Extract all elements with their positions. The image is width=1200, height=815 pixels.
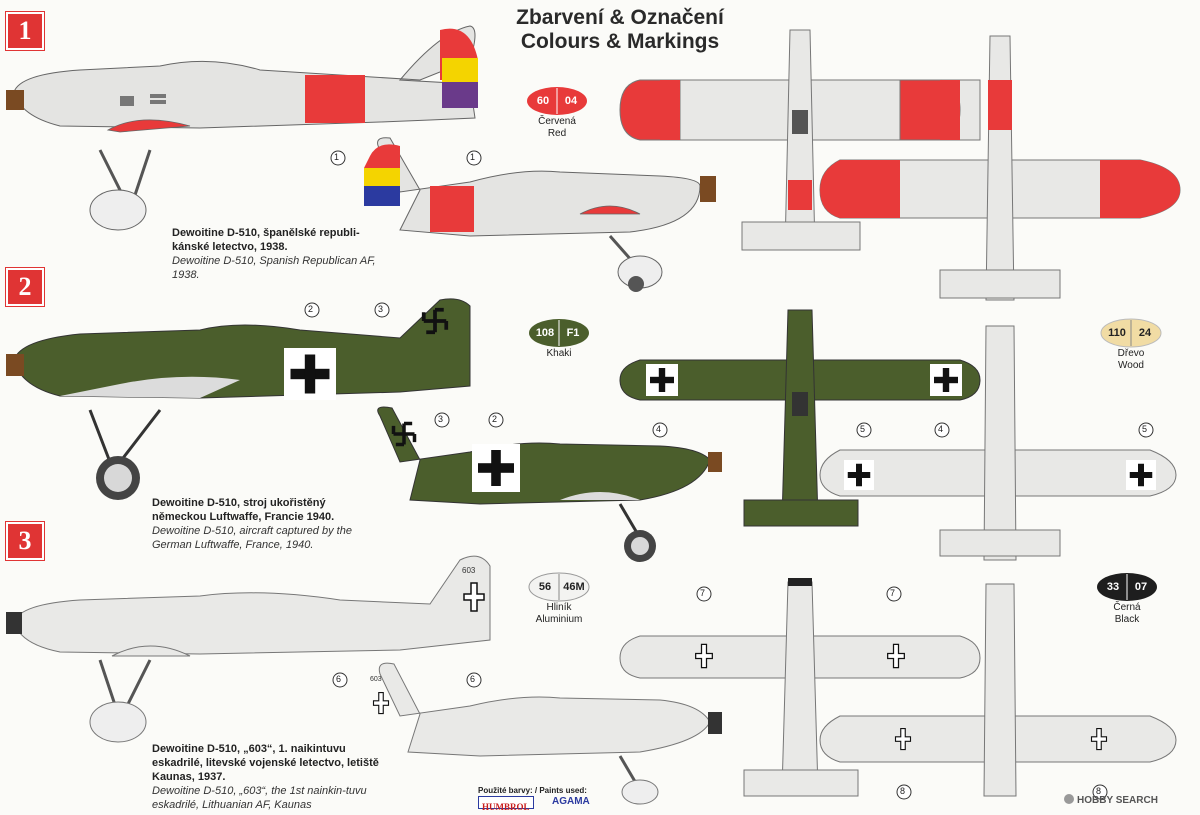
page-title: Zbarvení & Označení Colours & Markings (470, 6, 770, 54)
callout-7a: 7 (700, 588, 706, 598)
scheme1-side-profile-small (364, 137, 716, 292)
callout-2b: 2 (492, 414, 498, 424)
callout-7b: 7 (890, 588, 896, 598)
serial-label-large: 603 (462, 566, 476, 575)
scheme2-side-profile-large (6, 298, 471, 500)
callout-2a: 2 (308, 304, 314, 314)
swatch-red: 60 04 Červená Red (526, 86, 588, 140)
swatch-black-label-en: Black (1114, 614, 1140, 625)
humbrol-logo: HUMBROL (478, 796, 534, 812)
scheme3-caption-en: Dewoitine D-510, „603“, the 1st nainkin-… (152, 785, 367, 811)
swatch-black-label-cz: Černá (1113, 602, 1141, 613)
scheme3-bottom-view (819, 583, 1177, 797)
callout-6b: 6 (336, 674, 342, 684)
swatch-aluminium-code-left: 56 (538, 581, 552, 593)
scheme1-caption-cz: Dewoitine D-510, španělské republi-kánsk… (172, 227, 360, 253)
title-line-cz: Zbarvení & Označení (516, 6, 724, 29)
scheme1-side-profile-large (6, 25, 478, 231)
scheme3-caption-cz: Dewoitine D-510, „603“, 1. naikintuvu es… (152, 743, 379, 783)
callout-8b: 8 (1096, 786, 1102, 796)
swatch-wood-label-cz: Dřevo (1117, 348, 1145, 359)
scheme1-caption-en: Dewoitine D-510, Spanish Republican AF, … (172, 255, 376, 281)
scheme2-caption: Dewoitine D-510, stroj ukořistěný německ… (152, 496, 372, 552)
swatch-red-label-cz: Červená (538, 116, 576, 127)
callout-4b: 4 (938, 424, 944, 434)
swatch-black-code-right: 07 (1134, 581, 1148, 593)
scheme-number-2: 2 (6, 268, 44, 306)
agama-logo-text: AGAMA (552, 796, 590, 807)
humbrol-logo-text: HUMBROL (482, 802, 530, 812)
callout-1a: 1 (334, 152, 340, 162)
hobby-search-icon (1064, 793, 1074, 804)
scheme1-bottom-view (819, 35, 1181, 301)
scheme2-caption-cz: Dewoitine D-510, stroj ukořistěný německ… (152, 497, 335, 523)
swatch-khaki: 108 F1 Khaki (528, 318, 590, 360)
swatch-khaki-code-right: F1 (566, 327, 580, 339)
scheme1-top-view (619, 29, 981, 251)
scheme2-side-profile-small (377, 406, 722, 562)
swatch-aluminium-label-cz: Hliník (546, 602, 572, 613)
swatch-black: 33 07 Černá Black (1096, 572, 1158, 626)
swatch-khaki-label-cz: Khaki (546, 348, 572, 359)
scheme3-caption: Dewoitine D-510, „603“, 1. naikintuvu es… (152, 742, 382, 812)
callout-5b: 5 (1142, 424, 1148, 434)
callout-1b: 1 (470, 152, 476, 162)
swatch-aluminium: 56 46M Hliník Aluminium (528, 572, 590, 626)
hobby-search-text: HOBBY SEARCH (1077, 795, 1158, 806)
scheme1-caption: Dewoitine D-510, španělské republi-kánsk… (172, 226, 382, 282)
swatch-wood-label-en: Wood (1118, 360, 1144, 371)
swatch-red-code-left: 60 (536, 95, 550, 107)
swatch-red-code-right: 04 (564, 95, 578, 107)
callout-6a: 6 (470, 674, 476, 684)
scheme3-side-profile-large (6, 555, 491, 743)
swatch-aluminium-code-right: 46M (563, 581, 585, 593)
callout-4a: 4 (656, 424, 662, 434)
swatch-wood-code-right: 24 (1138, 327, 1152, 339)
swatch-wood-code-left: 110 (1108, 327, 1126, 339)
callout-3a: 3 (378, 304, 384, 314)
scheme3-side-profile-small (372, 662, 722, 805)
scheme2-bottom-view (819, 325, 1177, 561)
swatch-black-code-left: 33 (1106, 581, 1120, 593)
callout-8a: 8 (900, 786, 906, 796)
swatch-red-label-en: Red (547, 128, 567, 139)
serial-label-small: 603 (370, 676, 382, 683)
swatch-aluminium-label-en: Aluminium (535, 614, 583, 625)
callout-5a: 5 (860, 424, 866, 434)
callout-3b: 3 (438, 414, 444, 424)
agama-logo: AGAMA (552, 796, 590, 807)
scheme-number-1: 1 (6, 12, 44, 50)
swatch-khaki-code-left: 108 (535, 327, 555, 339)
swatch-wood: 110 24 Dřevo Wood (1100, 318, 1162, 372)
scheme-number-3: 3 (6, 522, 44, 560)
scheme3-top-view (619, 578, 981, 797)
scheme2-top-view (619, 309, 981, 527)
scheme2-caption-en: Dewoitine D-510, aircraft captured by th… (152, 525, 352, 551)
title-line-en: Colours & Markings (520, 30, 720, 53)
hobby-search-watermark: HOBBY SEARCH (1064, 790, 1158, 808)
paints-used-label: Použité barvy: / Paints used: (478, 786, 587, 795)
